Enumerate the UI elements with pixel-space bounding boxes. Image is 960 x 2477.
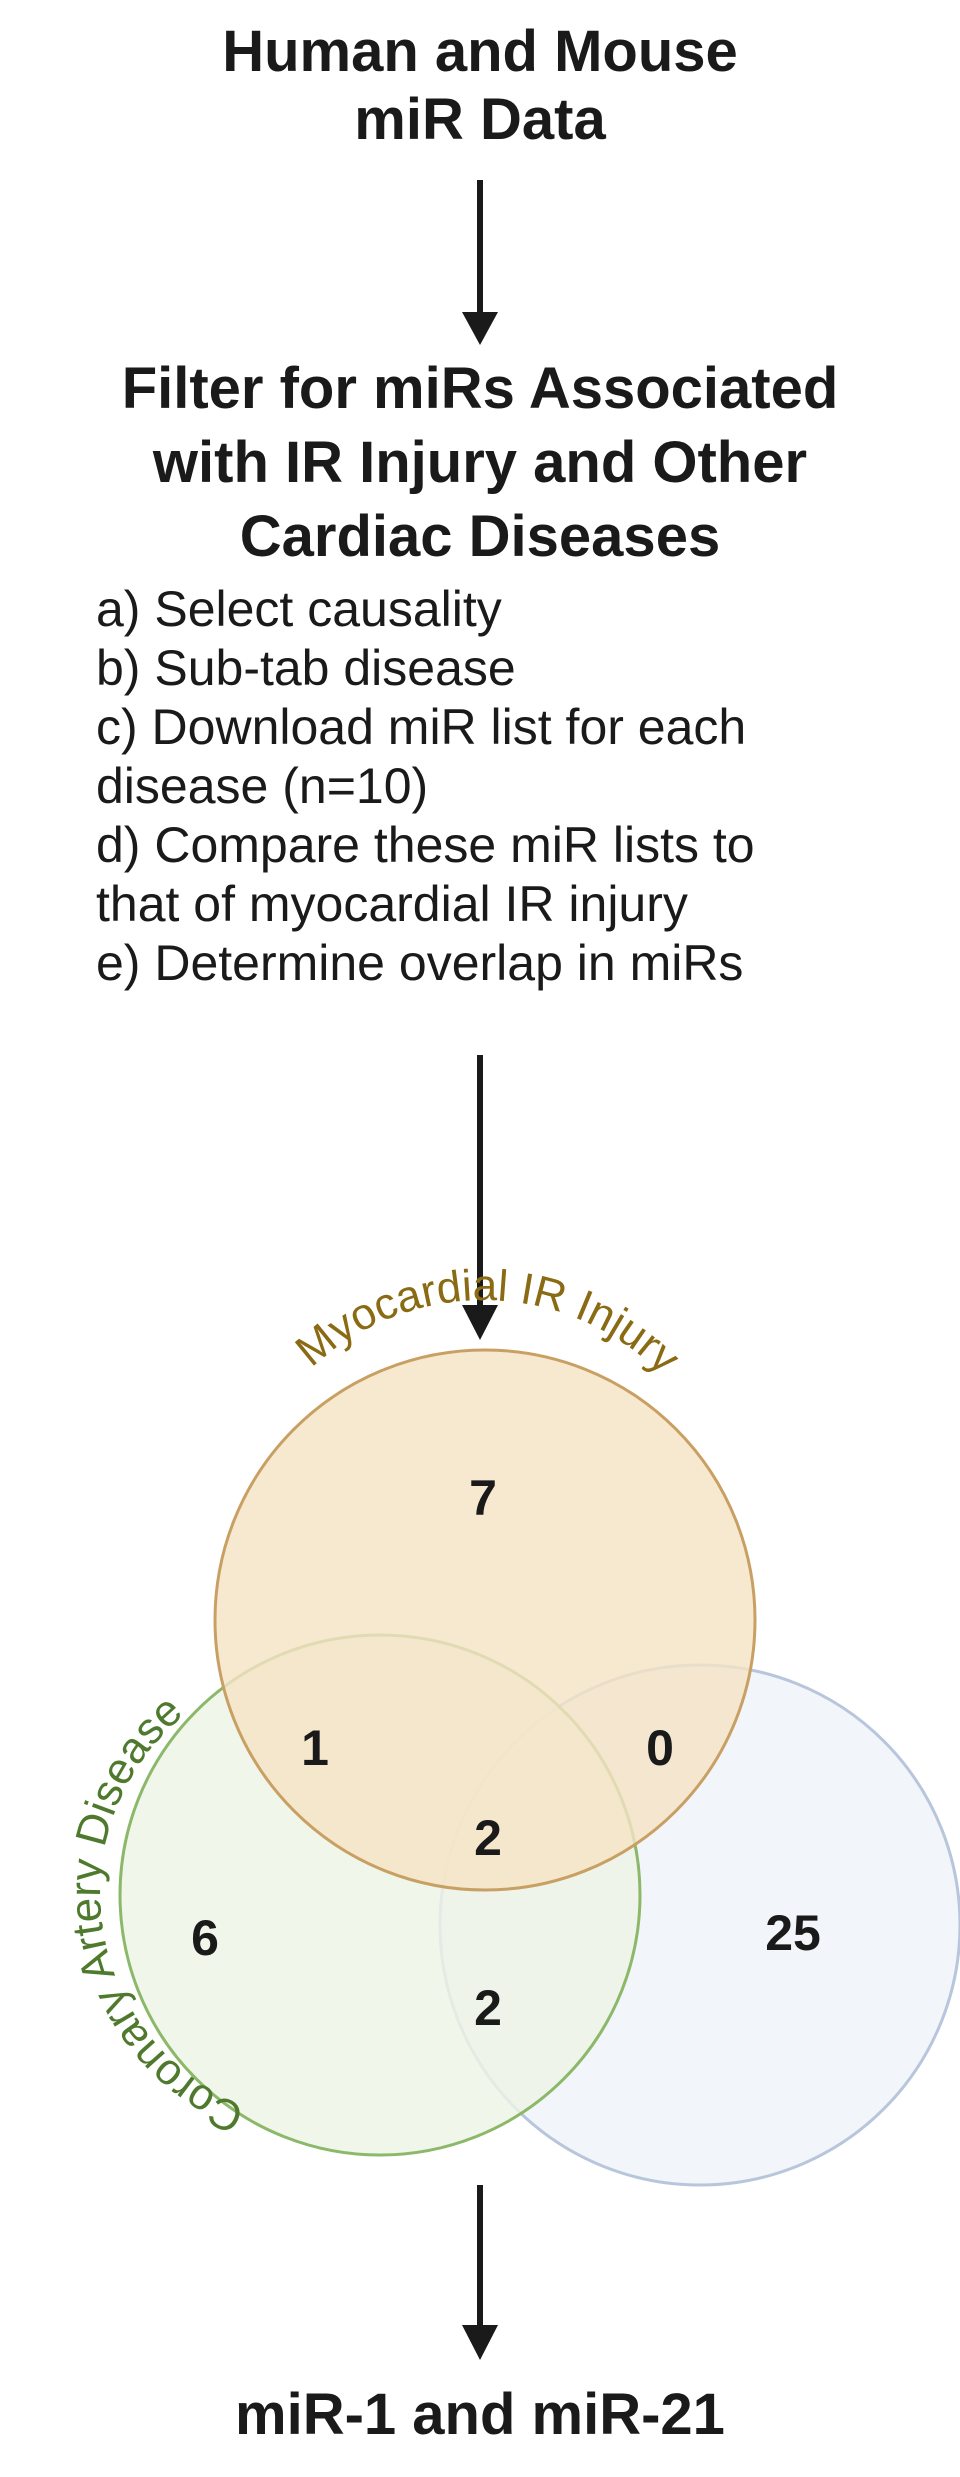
step-item: disease (n=10) [96, 758, 429, 814]
count-cad-only: 6 [191, 1910, 219, 1966]
filter-title-line2: with IR Injury and Other [152, 430, 808, 495]
step-item: e) Determine overlap in miRs [96, 935, 744, 991]
source-data-title-line2: miR Data [354, 87, 606, 152]
filter-title-line1: Filter for miRs Associated [121, 356, 839, 421]
step-item: c) Download miR list for each [96, 699, 747, 755]
arrow-3 [462, 2185, 498, 2360]
source-data-title-line1: Human and Mouse [222, 19, 738, 84]
count-cad-mi: 2 [474, 1980, 502, 2036]
step-item: a) Select causality [96, 581, 502, 637]
count-ir-mi: 0 [646, 1720, 674, 1776]
count-ir-only: 7 [469, 1470, 497, 1526]
count-ir-cad: 1 [301, 1720, 329, 1776]
step-item: b) Sub-tab disease [96, 640, 516, 696]
venn-circle-ir [213, 1348, 757, 1892]
arrow-2 [462, 1055, 498, 1340]
step-item: that of myocardial IR injury [96, 876, 688, 932]
source-data-title: Human and Mouse miR Data [0, 18, 960, 154]
step-list: a) Select causality b) Sub-tab disease c… [96, 580, 956, 993]
arrow-1 [462, 180, 498, 345]
filter-title-line3: Cardiac Diseases [239, 504, 721, 569]
count-all-three: 2 [474, 1810, 502, 1866]
result-text: miR-1 and miR-21 [235, 2382, 725, 2447]
count-mi-only: 25 [765, 1905, 821, 1961]
filter-title: Filter for miRs Associated with IR Injur… [0, 352, 960, 574]
step-item: d) Compare these miR lists to [96, 817, 755, 873]
